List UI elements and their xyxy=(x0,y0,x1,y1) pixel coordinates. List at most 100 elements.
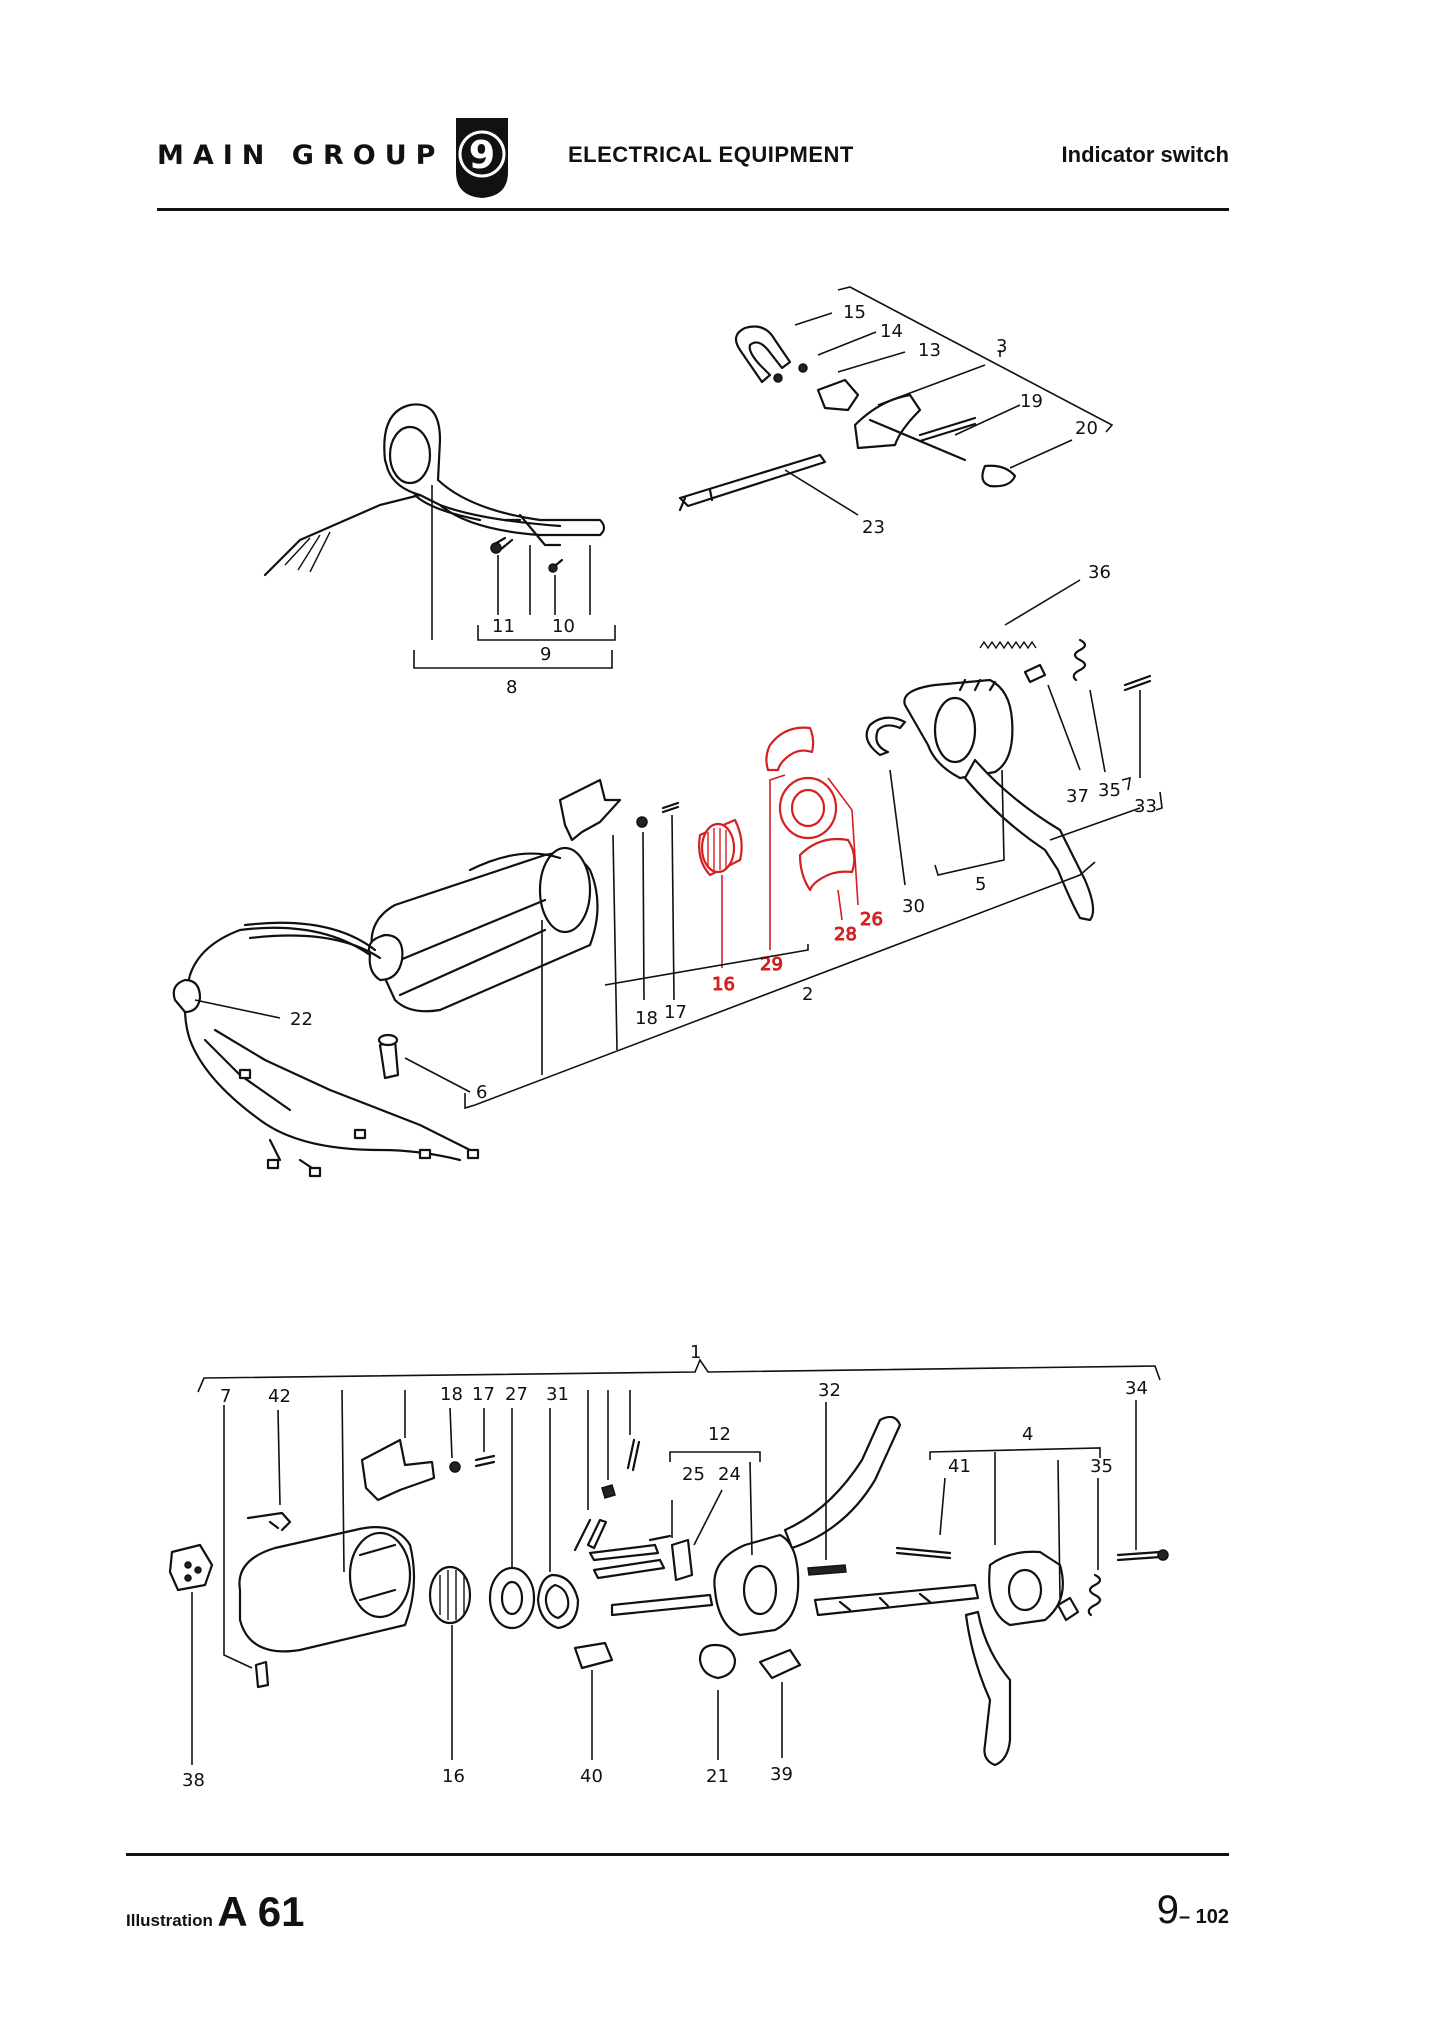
header-rule xyxy=(157,208,1229,211)
nut-18-part xyxy=(636,816,648,828)
bolt-7-part xyxy=(254,1660,270,1689)
bracket-part xyxy=(558,778,622,842)
spring-36-part xyxy=(979,640,1037,650)
illustration-code: A 61 xyxy=(217,1888,305,1935)
circlip-30-part xyxy=(865,716,907,757)
wiper-switch-12-part xyxy=(588,1415,902,1637)
callout-10: 10 xyxy=(552,616,575,637)
bolt-6-part xyxy=(377,1033,400,1080)
callout-14: 14 xyxy=(880,321,903,342)
callout-4: 4 xyxy=(1022,1424,1033,1445)
screw-10-part xyxy=(548,558,564,573)
page-sub: – 102 xyxy=(1178,1906,1229,1928)
page-number: 9– 102 xyxy=(1157,1888,1229,1933)
callout-25: 25 xyxy=(682,1464,705,1485)
callout-39: 39 xyxy=(770,1764,793,1785)
screw-17-part xyxy=(661,801,680,814)
clamp-15-part xyxy=(734,325,792,384)
ring-29-part xyxy=(765,726,815,772)
main-group-label: MAIN GROUP xyxy=(157,140,445,171)
ring-27-part xyxy=(488,1566,536,1630)
callout-18: 18 xyxy=(635,1008,658,1029)
indicator-switch-4-part xyxy=(813,1550,1064,1767)
callout-22: 22 xyxy=(290,1009,313,1030)
callout-7: 7 xyxy=(220,1386,231,1407)
callout-42: 42 xyxy=(268,1386,291,1407)
callout-15: 15 xyxy=(843,302,866,323)
bearing-16-lower-part xyxy=(428,1565,472,1625)
column-tube-lower-part xyxy=(238,1526,416,1653)
callout-17-lower: 17 xyxy=(472,1384,495,1405)
callout-9: 9 xyxy=(540,644,551,665)
illustration-prefix: Illustration xyxy=(126,1911,213,1930)
callout-20: 20 xyxy=(1075,418,1098,439)
knob-20-part xyxy=(981,464,1017,488)
callout-35: 35 xyxy=(1098,780,1121,801)
switch-body-13-part xyxy=(816,378,967,462)
callout-26: 26 xyxy=(860,909,883,930)
page-title: Indicator switch xyxy=(1061,142,1229,167)
block-39-part xyxy=(758,1648,802,1680)
switch-housing-5-part xyxy=(903,678,1095,922)
pin-part xyxy=(601,1484,616,1499)
callout-27: 27 xyxy=(505,1384,528,1405)
screw-lower-part xyxy=(626,1438,641,1472)
callout-33: 33 xyxy=(1134,796,1157,817)
group-number: 9 xyxy=(469,133,495,177)
callout-29: 29 xyxy=(760,954,783,975)
callout-2: 2 xyxy=(802,984,813,1005)
callout-28: 28 xyxy=(834,924,857,945)
column-tube-6-part xyxy=(367,846,599,1013)
callout-12: 12 xyxy=(708,1424,731,1445)
callout-6: 6 xyxy=(476,1082,487,1103)
callout-30: 30 xyxy=(902,896,925,917)
callout-23: 23 xyxy=(862,517,885,538)
bearing-26-part xyxy=(778,776,838,840)
block-40-part xyxy=(573,1641,614,1670)
callout-13: 13 xyxy=(918,340,941,361)
page-header: MAIN GROUP 9 ELECTRICAL EQUIPMENT Indica… xyxy=(0,0,1445,240)
callout-35-lower: 35 xyxy=(1090,1456,1113,1477)
callout-5: 5 xyxy=(975,874,986,895)
pin-32-part xyxy=(807,1564,847,1576)
callout-16-lower: 16 xyxy=(442,1766,465,1787)
callout-11: 11 xyxy=(492,616,515,637)
page-main: 9 xyxy=(1156,1888,1179,1932)
callout-16: 16 xyxy=(712,974,735,995)
bracket-lower-part xyxy=(360,1438,436,1502)
clip-42-part xyxy=(246,1511,292,1532)
clip-37-part xyxy=(1023,663,1047,684)
screw-41-part xyxy=(895,1546,952,1560)
screw-11-part xyxy=(490,536,514,554)
spring-clip-35-lower-part xyxy=(1087,1573,1102,1617)
callout-17: 17 xyxy=(664,1002,687,1023)
callout-31: 31 xyxy=(546,1384,569,1405)
rod-23-part xyxy=(678,453,827,512)
screw-14-part xyxy=(798,363,808,373)
callout-40: 40 xyxy=(580,1766,603,1787)
nut-18-lower-part xyxy=(449,1461,461,1473)
clip-lower-part xyxy=(1056,1596,1080,1622)
callout-21: 21 xyxy=(706,1766,729,1787)
screw-33-part xyxy=(1123,674,1152,692)
connector-38-part xyxy=(168,1543,214,1592)
bearing-16-part xyxy=(698,818,743,877)
illustration-label: Illustration A 61 xyxy=(126,1888,305,1936)
group-number-badge: 9 xyxy=(456,118,508,198)
footer-rule xyxy=(126,1853,1229,1856)
cap-21-part xyxy=(698,1643,737,1680)
circlip-31-part xyxy=(536,1573,580,1630)
spring-clip-35-part xyxy=(1072,638,1087,682)
callout-18-lower: 18 xyxy=(440,1384,463,1405)
ring-28-part xyxy=(798,837,856,892)
callout-3: 3 xyxy=(996,336,1007,357)
horn-ring-part xyxy=(263,403,606,577)
callout-24: 24 xyxy=(718,1464,741,1485)
callout-19: 19 xyxy=(1020,391,1043,412)
callout-32: 32 xyxy=(818,1380,841,1401)
section-title: ELECTRICAL EQUIPMENT xyxy=(568,142,854,167)
callout-8: 8 xyxy=(506,677,517,698)
wiring-harness-22-part xyxy=(172,921,480,1178)
callout-37: 37 xyxy=(1066,786,1089,807)
